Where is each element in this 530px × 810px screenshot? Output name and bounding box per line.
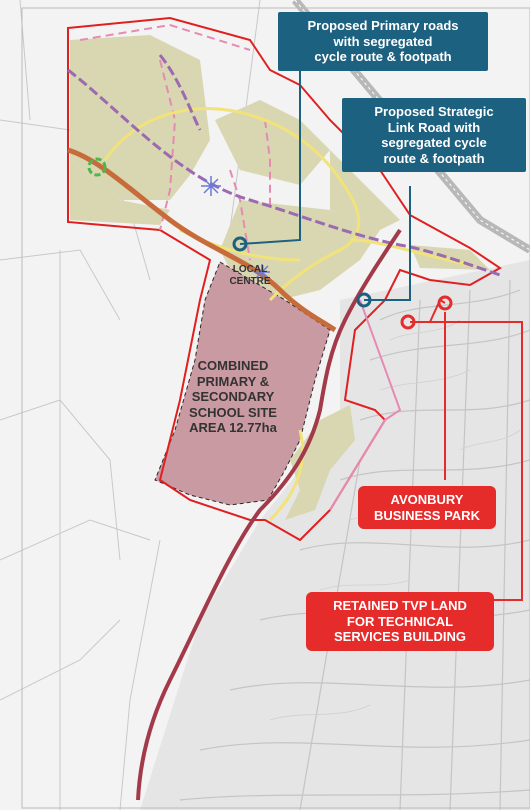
urban-area [140,260,530,810]
site-boundary [67,16,502,542]
local-centre-label: LOCAL CENTRE [229,264,271,287]
railway [291,0,530,254]
star-burst-icon [201,176,270,280]
green-circle-icon [87,157,107,177]
callout-primary-roads: Proposed Primary roads with segregated c… [278,12,488,71]
development-parcels [70,35,490,520]
strategic-primary-road [67,147,337,333]
strategic-link-road [136,228,402,801]
school-site-label: COMBINED PRIMARY & SECONDARY SCHOOL SITE… [189,358,277,436]
callout-avonbury-business-park: AVONBURY BUSINESS PARK [358,486,496,530]
school-site-parcel [154,261,331,506]
map-frame [21,7,530,809]
callout-retained-tvp-land: RETAINED TVP LAND FOR TECHNICAL SERVICES… [306,592,494,651]
link-road-edge [329,299,402,511]
cycle-routes [67,54,501,277]
pink-dashed-lines [79,23,271,261]
callout-strategic-link-road: Proposed Strategic Link Road with segreg… [342,98,526,173]
